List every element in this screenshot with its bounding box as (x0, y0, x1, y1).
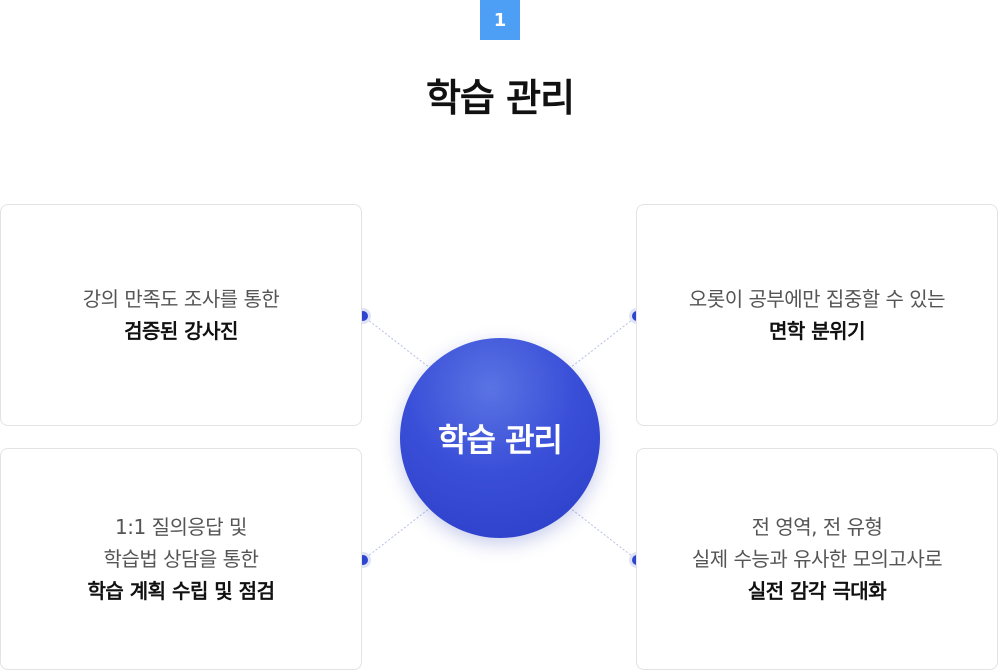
hub-circle: 학습 관리 (400, 338, 600, 538)
connector-bottom-left (362, 507, 431, 561)
card-mock-exam-desc-1: 전 영역, 전 유형 (751, 515, 883, 539)
card-mock-exam: 전 영역, 전 유형 실제 수능과 유사한 모의고사로 실전 감각 극대화 (636, 448, 998, 670)
card-study-atmosphere-desc: 오롯이 공부에만 집중할 수 있는 (688, 287, 946, 311)
card-study-atmosphere: 오롯이 공부에만 집중할 수 있는 면학 분위기 (636, 204, 998, 426)
connector-bottom-right (569, 507, 638, 561)
card-study-plan-desc-1: 1:1 질의응답 및 (115, 515, 247, 539)
step-number-badge: 1 (480, 0, 520, 40)
card-study-plan-desc-2: 학습법 상담을 통한 (103, 547, 259, 571)
card-instructors-desc: 강의 만족도 조사를 통한 (82, 287, 280, 311)
hub-label: 학습 관리 (438, 421, 563, 459)
card-instructors: 강의 만족도 조사를 통한 검증된 강사진 (0, 204, 362, 426)
connector-top-left (362, 315, 431, 369)
connector-top-right (569, 315, 638, 369)
card-study-plan-heading: 학습 계획 수립 및 점검 (87, 579, 275, 603)
card-study-plan: 1:1 질의응답 및 학습법 상담을 통한 학습 계획 수립 및 점검 (0, 448, 362, 670)
step-number: 1 (493, 9, 507, 31)
card-mock-exam-heading: 실전 감각 극대화 (747, 579, 887, 603)
card-mock-exam-desc-2: 실제 수능과 유사한 모의고사로 (691, 547, 943, 571)
card-instructors-heading: 검증된 강사진 (124, 319, 238, 343)
page-title: 학습 관리 (425, 76, 575, 120)
card-study-atmosphere-heading: 면학 분위기 (769, 319, 865, 343)
